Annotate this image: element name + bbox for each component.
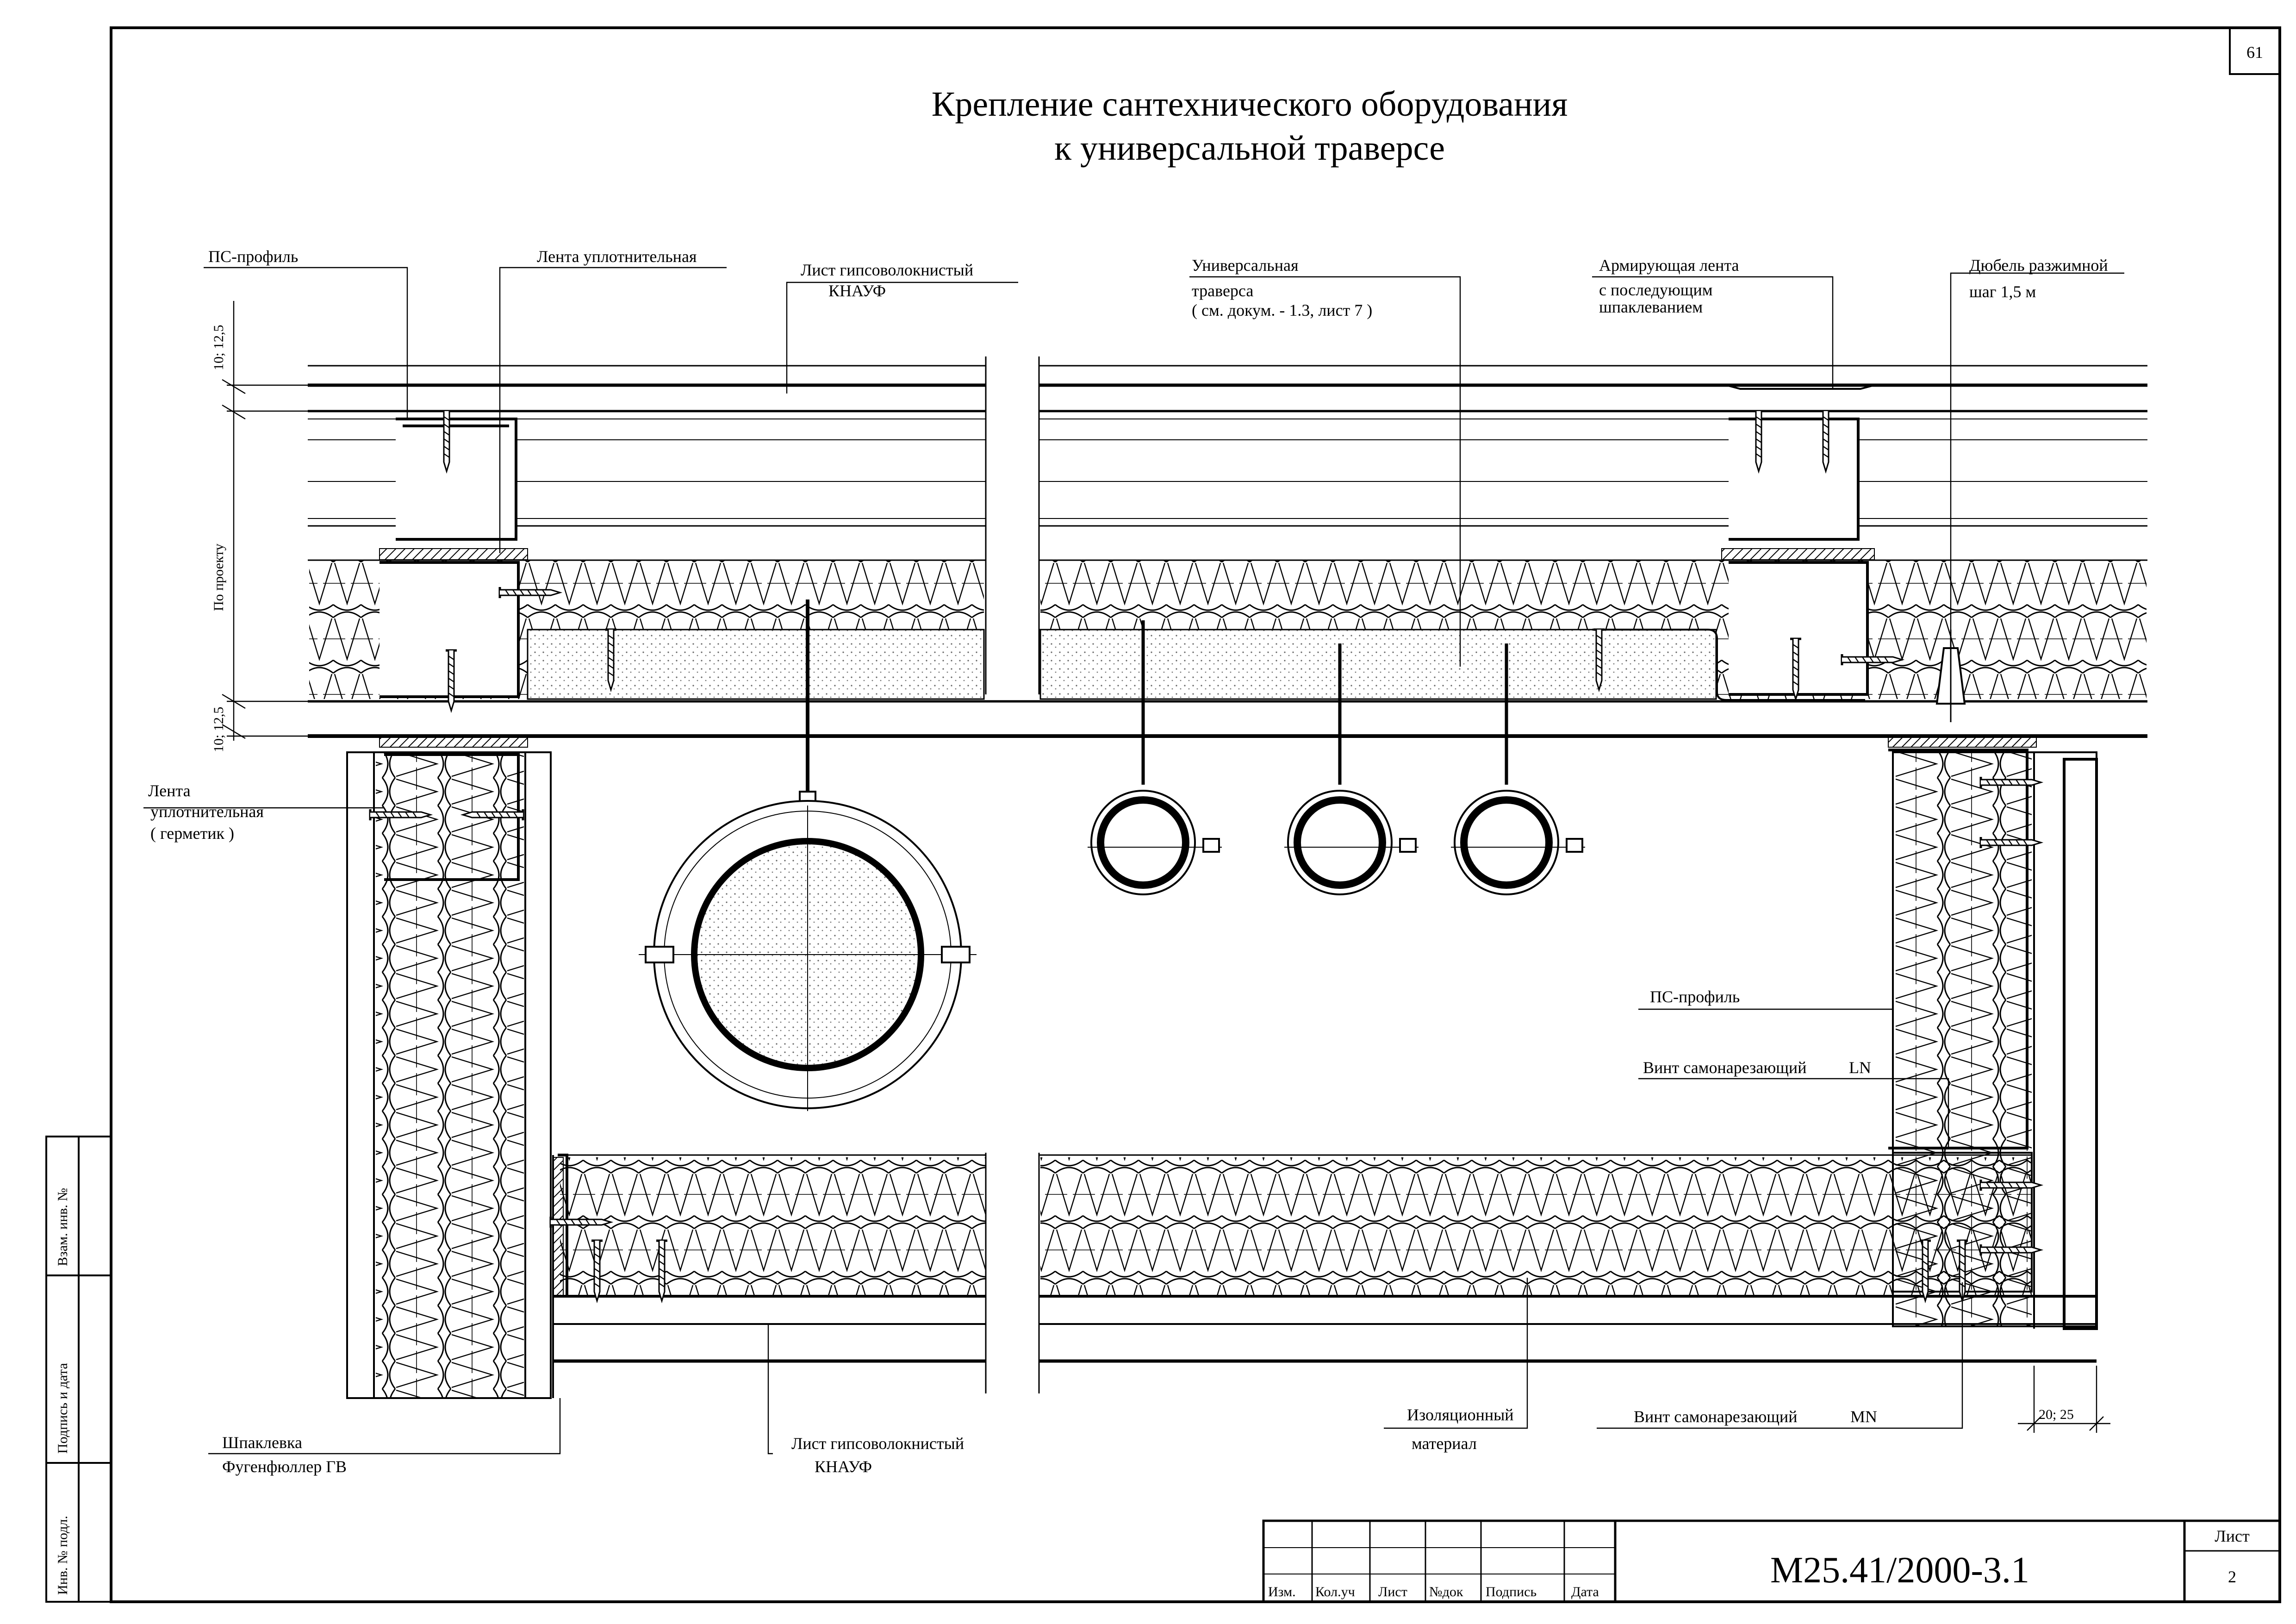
small-pipe-3 xyxy=(1451,643,1585,895)
break-marks xyxy=(985,356,1040,1393)
dowel-label-1: Дюбель разжимной xyxy=(1969,256,2108,275)
universal-traverse xyxy=(527,629,1865,701)
dowel-label-2: шаг 1,5 м xyxy=(1969,282,2036,301)
side-stamp-field-3: Инв. № подл. xyxy=(55,1516,70,1595)
header-list: Лист xyxy=(1378,1584,1407,1599)
title-block xyxy=(1262,1519,2281,1603)
ps-profile-right-label: ПС-профиль xyxy=(1650,987,1740,1006)
header-data: Дата xyxy=(1571,1584,1599,1599)
reinforcing-label-2: с последующим xyxy=(1599,281,1713,299)
gvl-bottom-label-2: КНАУФ xyxy=(815,1457,872,1476)
screw-mn-label: Винт самонарезающий xyxy=(1634,1407,1797,1426)
header-podpis: Подпись xyxy=(1486,1584,1537,1599)
dimension-top: 10; 12,5 xyxy=(211,325,226,370)
left-wall xyxy=(346,751,552,1399)
sealing-left-label-3: ( герметик ) xyxy=(150,824,234,843)
page-number: 61 xyxy=(2246,43,2263,62)
reinforcing-label-1: Армирующая лента xyxy=(1599,256,1739,275)
dimension-right-bottom: 20; 25 xyxy=(2039,1407,2074,1422)
title-line-2: к универсальной траверсе xyxy=(1054,129,1445,168)
drawing-frame: 61 xyxy=(110,26,2281,1603)
sheet-number: 2 xyxy=(2228,1568,2236,1586)
title-line-1: Крепление сантехнического оборудования xyxy=(932,85,1568,124)
small-pipe-2 xyxy=(1284,643,1419,895)
insulation-label-1: Изоляционный xyxy=(1407,1405,1514,1424)
sealing-left-label-1: Лента xyxy=(148,781,191,800)
insulation-label-2: материал xyxy=(1412,1434,1477,1453)
ps-profile-top-label: ПС-профиль xyxy=(208,247,298,266)
traverse-label-1: Универсальная xyxy=(1192,256,1299,275)
small-pipe-1 xyxy=(1088,620,1222,895)
leader-lines xyxy=(143,267,2124,1455)
side-stamp-field-1: Взам. инв. № xyxy=(55,1188,70,1266)
header-dok: №док xyxy=(1429,1584,1463,1599)
reinforcing-tape xyxy=(1726,384,1875,390)
sheet-label: Лист xyxy=(2215,1527,2250,1545)
putty-label-2: Фугенфюллер ГВ xyxy=(222,1457,347,1476)
gvl-top-label-1: Лист гипсоволокнистый xyxy=(801,261,973,279)
header-kol: Кол.уч xyxy=(1315,1584,1355,1599)
traverse-label-2: траверса xyxy=(1192,281,1253,300)
gvl-bottom-label-1: Лист гипсоволокнистый xyxy=(791,1434,964,1453)
screw-mn-code: MN xyxy=(1850,1407,1877,1426)
sealing-left-label-2: уплотнительная xyxy=(150,802,264,821)
header-izm: Изм. xyxy=(1268,1584,1296,1599)
reinforcing-label-3: шпаклеванием xyxy=(1599,298,1703,316)
screw-ln-code: LN xyxy=(1849,1058,1871,1077)
traverse-label-3: ( см. докум. - 1.3, лист 7 ) xyxy=(1192,301,1372,319)
side-stamp-field-2: Подпись и дата xyxy=(55,1363,70,1454)
callout-labels: ПС-профиль Лента уплотнительная Лист гип… xyxy=(148,247,2108,1476)
screw-ln-label: Винт самонарезающий xyxy=(1643,1058,1806,1077)
large-pipe xyxy=(639,600,977,1111)
drawing-title: Крепление сантехнического оборудования к… xyxy=(932,85,1568,168)
document-code: М25.41/2000-3.1 xyxy=(1770,1550,2029,1591)
side-stamp xyxy=(45,1136,112,1603)
putty-label-1: Шпаклевка xyxy=(222,1433,302,1452)
dimension-lines xyxy=(222,301,2110,1433)
gvl-top-label-2: КНАУФ xyxy=(828,281,886,300)
title-block-headers: Изм. Кол.уч Лист №док Подпись Дата xyxy=(1268,1584,1599,1599)
sealing-tape-top-label: Лента уплотнительная xyxy=(537,247,697,266)
dimension-bottom: 10; 12,5 xyxy=(211,707,226,752)
dimension-middle: По проекту xyxy=(211,543,226,611)
bottom-casing xyxy=(552,1154,2097,1398)
